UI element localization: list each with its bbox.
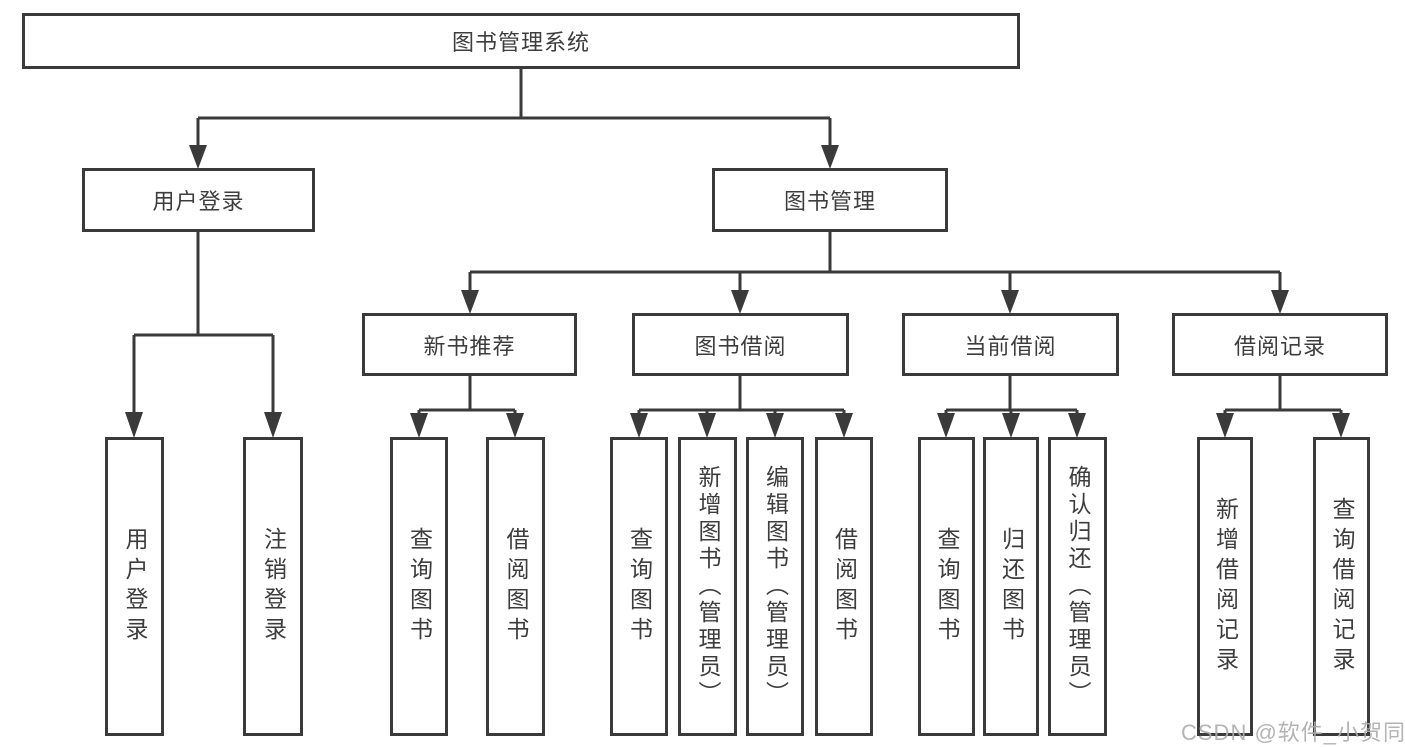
leaf-logout: 注销登录: [243, 437, 303, 736]
node-borrow-records-label: 借阅记录: [1233, 333, 1326, 359]
leaf-borrow-query-books: 查询图书: [610, 437, 668, 736]
leaf-query-borrow-record: 查询借阅记录: [1313, 437, 1370, 736]
leaf-edit-books-admin: 编辑图书（管理员）: [746, 437, 804, 736]
leaf-add-books-admin-label: 新增图书（管理员）: [695, 465, 721, 708]
leaf-borrow-books: 借阅图书: [815, 437, 873, 736]
leaf-confirm-return-admin-label: 确认归还（管理员）: [1065, 465, 1091, 708]
leaf-logout-label: 注销登录: [260, 526, 287, 647]
node-new-book-recommend-label: 新书推荐: [423, 333, 516, 359]
node-borrow-records: 借阅记录: [1172, 313, 1388, 376]
leaf-user-login-label: 用户登录: [122, 526, 148, 647]
leaf-confirm-return-admin: 确认归还（管理员）: [1048, 437, 1107, 736]
leaf-edit-books-admin-label: 编辑图书（管理员）: [762, 465, 789, 708]
node-user-login: 用户登录: [82, 168, 315, 232]
node-book-borrow-label: 图书借阅: [694, 333, 787, 359]
node-root-label: 图书管理系统: [451, 30, 590, 55]
leaf-current-query-books: 查询图书: [918, 437, 975, 736]
leaf-borrow-query-books-label: 查询图书: [626, 526, 653, 647]
node-new-book-recommend: 新书推荐: [362, 313, 577, 376]
node-current-borrow-label: 当前借阅: [964, 333, 1057, 359]
leaf-add-borrow-record: 新增借阅记录: [1197, 437, 1253, 736]
leaf-return-books: 归还图书: [983, 437, 1039, 736]
leaf-return-books-label: 归还图书: [998, 526, 1025, 647]
leaf-recommend-query-books: 查询图书: [390, 437, 448, 736]
leaf-current-query-books-label: 查询图书: [934, 526, 960, 647]
node-root-system: 图书管理系统: [22, 13, 1020, 69]
csdn-watermark: CSDN @软件_小贺同学: [1181, 720, 1405, 745]
leaf-query-borrow-record-label: 查询借阅记录: [1329, 496, 1355, 677]
leaf-recommend-borrow-books-label: 借阅图书: [503, 526, 529, 647]
leaf-recommend-query-books-label: 查询图书: [406, 526, 433, 647]
node-book-management: 图书管理: [712, 168, 948, 232]
leaf-add-books-admin: 新增图书（管理员）: [678, 437, 737, 736]
node-user-login-label: 用户登录: [152, 189, 245, 214]
leaf-user-login: 用户登录: [105, 437, 164, 736]
node-book-management-label: 图书管理: [783, 189, 876, 214]
leaf-add-borrow-record-label: 新增借阅记录: [1212, 496, 1239, 677]
node-book-borrow: 图书借阅: [632, 313, 849, 376]
arrowheads: [125, 145, 1350, 438]
node-current-borrow: 当前借阅: [902, 313, 1119, 376]
leaf-borrow-books-label: 借阅图书: [831, 526, 858, 647]
leaf-recommend-borrow-books: 借阅图书: [486, 437, 545, 736]
